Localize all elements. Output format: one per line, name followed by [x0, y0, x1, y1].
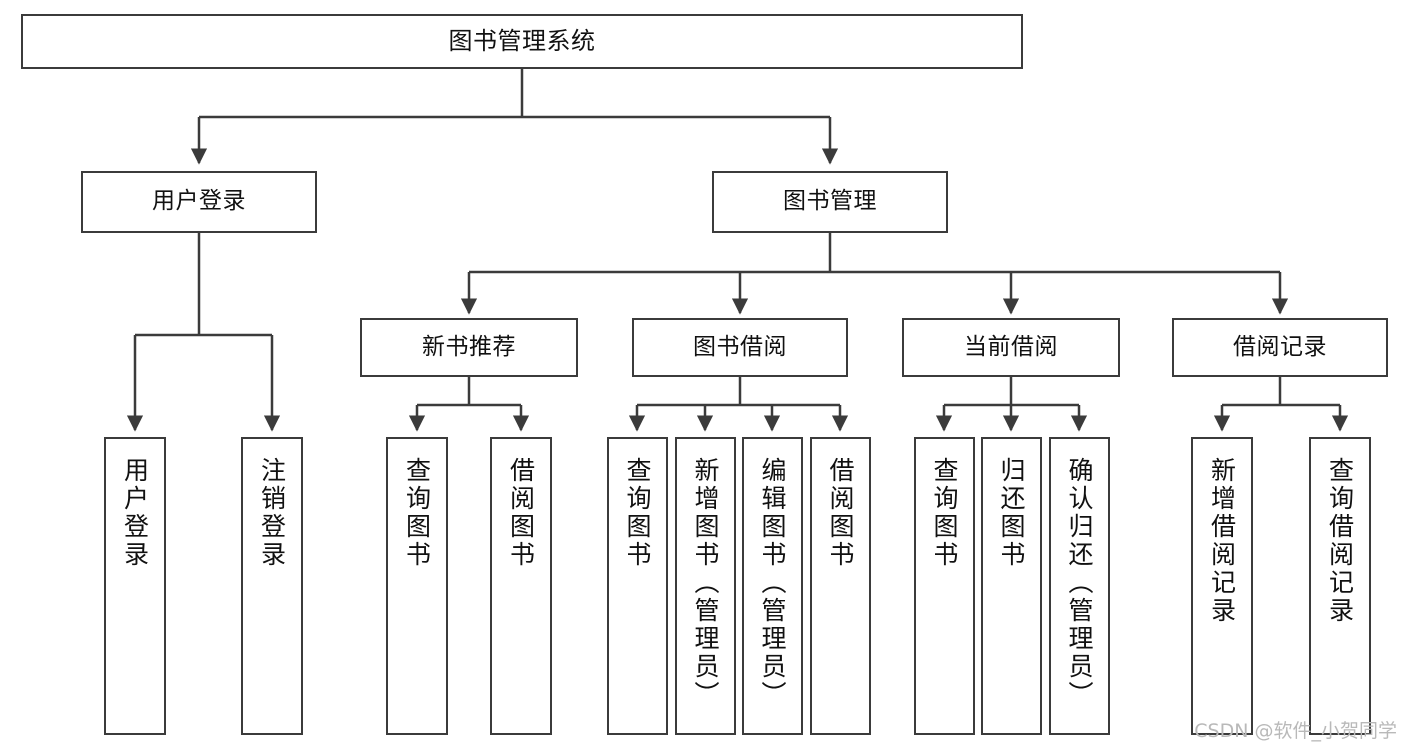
node-new-book-recommend-label: 新书推荐	[422, 333, 516, 360]
node-book-management-label: 图书管理	[783, 188, 877, 215]
node-new-book-recommend[interactable]: 新书推荐	[360, 318, 578, 377]
node-book-borrow-label: 图书借阅	[693, 333, 787, 360]
node-leaf-add-record-label: 新增借阅记录	[1207, 457, 1237, 625]
node-leaf-add-book-label: 新增图书（管理员）	[691, 457, 720, 709]
node-leaf-query-record[interactable]: 查询借阅记录	[1309, 437, 1371, 735]
node-leaf-user-login-label: 用户登录	[120, 457, 150, 569]
node-leaf-return-book-label: 归还图书	[997, 457, 1026, 569]
node-book-borrow[interactable]: 图书借阅	[632, 318, 848, 377]
node-root-label: 图书管理系统	[448, 27, 596, 56]
node-leaf-query-book-3-label: 查询图书	[930, 457, 959, 569]
node-borrow-records[interactable]: 借阅记录	[1172, 318, 1388, 377]
node-borrow-records-label: 借阅记录	[1233, 333, 1327, 360]
node-leaf-logout-label: 注销登录	[257, 457, 287, 569]
node-leaf-borrow-book-1-label: 借阅图书	[506, 457, 536, 569]
node-current-borrow[interactable]: 当前借阅	[902, 318, 1120, 377]
node-leaf-confirm-return-label: 确认归还（管理员）	[1065, 457, 1094, 709]
node-leaf-query-book-1[interactable]: 查询图书	[386, 437, 448, 735]
node-leaf-query-book-1-label: 查询图书	[402, 457, 432, 569]
node-leaf-edit-book-label: 编辑图书（管理员）	[758, 457, 787, 709]
node-leaf-user-login[interactable]: 用户登录	[104, 437, 166, 735]
node-leaf-add-record[interactable]: 新增借阅记录	[1191, 437, 1253, 735]
node-leaf-query-book-2[interactable]: 查询图书	[607, 437, 668, 735]
node-leaf-edit-book[interactable]: 编辑图书（管理员）	[742, 437, 803, 735]
node-leaf-borrow-book-2-label: 借阅图书	[826, 457, 855, 569]
node-user-login[interactable]: 用户登录	[81, 171, 317, 233]
node-leaf-query-book-3[interactable]: 查询图书	[914, 437, 975, 735]
node-user-login-label: 用户登录	[152, 188, 246, 215]
node-root[interactable]: 图书管理系统	[21, 14, 1023, 69]
node-leaf-borrow-book-1[interactable]: 借阅图书	[490, 437, 552, 735]
node-current-borrow-label: 当前借阅	[964, 333, 1058, 360]
node-leaf-logout[interactable]: 注销登录	[241, 437, 303, 735]
node-leaf-confirm-return[interactable]: 确认归还（管理员）	[1049, 437, 1110, 735]
node-leaf-return-book[interactable]: 归还图书	[981, 437, 1042, 735]
node-leaf-query-record-label: 查询借阅记录	[1325, 457, 1355, 625]
node-leaf-add-book[interactable]: 新增图书（管理员）	[675, 437, 736, 735]
node-leaf-query-book-2-label: 查询图书	[623, 457, 652, 569]
node-leaf-borrow-book-2[interactable]: 借阅图书	[810, 437, 871, 735]
node-book-management[interactable]: 图书管理	[712, 171, 948, 233]
